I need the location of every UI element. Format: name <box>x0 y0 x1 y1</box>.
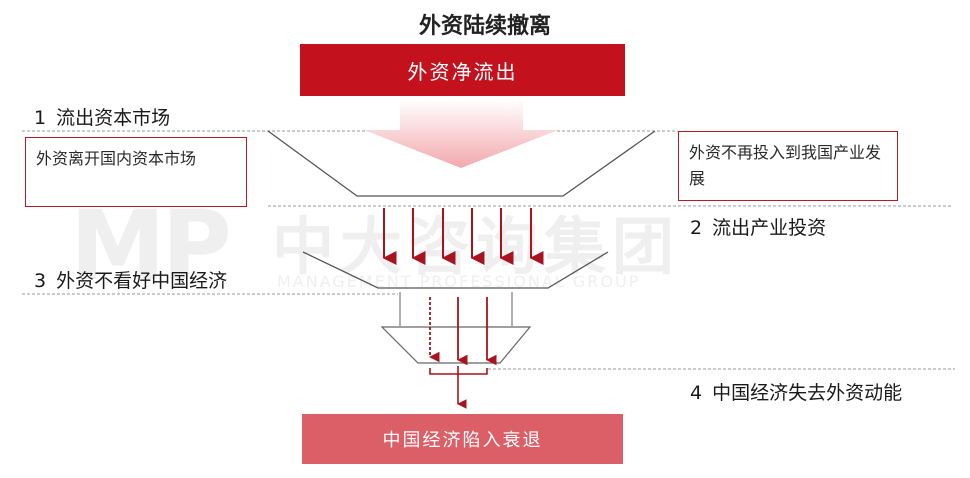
step-3-number: 3 <box>34 270 47 292</box>
stop-industry-investment-box: 外资不再投入到我国产业发展 <box>678 131 898 201</box>
leave-capital-market-box: 外资离开国内资本市场 <box>25 137 247 207</box>
funnel-lower <box>380 326 532 364</box>
step-4-label: 4 中国经济失去外资动能 <box>690 378 902 405</box>
step-2-label: 2 流出产业投资 <box>690 213 826 240</box>
top-bar-label: 外资净流出 <box>407 59 518 84</box>
step-2-number: 2 <box>690 217 703 239</box>
watermark-company-english: MANAGEMENT PROFESSIONAL GROUP <box>277 272 641 291</box>
step-3-text: 外资不看好中国经济 <box>56 270 228 292</box>
step-4-text: 中国经济失去外资动能 <box>712 382 903 404</box>
watermark-logo: MP <box>70 190 232 302</box>
step-4-number: 4 <box>690 382 703 404</box>
big-down-arrow-shape <box>364 100 558 168</box>
diagram-title: 外资陆续撤离 <box>418 14 551 39</box>
bottom-bar-label: 中国经济陷入衰退 <box>382 430 543 451</box>
foreign-capital-outflow-bar: 外资净流出 <box>300 44 625 96</box>
watermark-company-name: 中大咨询集团 <box>272 210 681 283</box>
step-1-label: 1 流出资本市场 <box>34 103 170 130</box>
step-1-number: 1 <box>34 107 47 129</box>
funnel-middle <box>302 251 609 289</box>
economic-recession-bar: 中国经济陷入衰退 <box>302 414 623 464</box>
step-3-label: 3 外资不看好中国经济 <box>34 266 227 293</box>
funnel-upper <box>267 130 656 197</box>
step-1-text: 流出资本市场 <box>56 107 171 129</box>
step-2-text: 流出产业投资 <box>712 217 827 239</box>
